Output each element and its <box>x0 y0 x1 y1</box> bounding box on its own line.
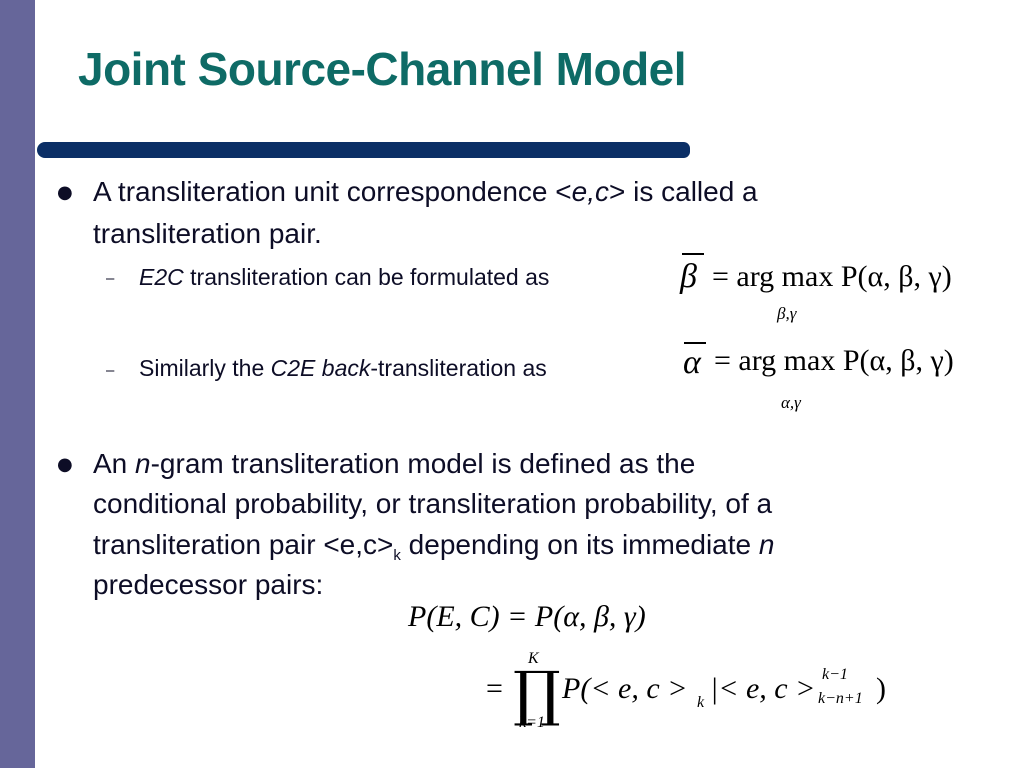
bullet-1-em: e,c <box>571 176 609 207</box>
bullet-2-l1-b: -gram transliteration model is defined a… <box>150 448 696 479</box>
sub-dash-2: – <box>106 362 115 379</box>
eq3-sub: k−n+1 <box>818 690 863 707</box>
bullet-2-line-2: conditional probability, or transliterat… <box>93 488 773 519</box>
bullet-1-line-1: A transliteration unit correspondence <e… <box>93 176 758 208</box>
sub-bullet-2: Similarly the C2E back-transliteration a… <box>139 355 547 382</box>
eq1-lhs: β <box>680 258 697 295</box>
sub-2-text-b: -transliteration as <box>370 355 547 381</box>
bullet-1-text-a: A transliteration unit correspondence < <box>93 176 572 207</box>
eq2-rhs: = arg max P(α, β, γ) <box>714 344 954 377</box>
eq3-term: P(< e, c > <box>562 672 688 705</box>
eq3-product-symbol: ∏ <box>513 659 561 729</box>
bullet-2-l3-b: depending on its immediate <box>400 529 759 560</box>
eq3-eq-sign: = <box>486 672 503 705</box>
eq2-overbar <box>684 342 706 344</box>
bullet-1-line-2: transliteration pair. <box>93 218 322 249</box>
eq2-under: α,γ <box>781 393 801 412</box>
bullet-2-line-1: An n-gram transliteration model is defin… <box>93 448 695 480</box>
bullet-2-line-3: transliteration pair <e,c>k depending on… <box>93 529 774 564</box>
left-accent-bar <box>0 0 35 768</box>
sub-bullet-1: E2C transliteration can be formulated as <box>139 264 549 291</box>
eq1-under: β,γ <box>777 304 797 323</box>
eq2-lhs: α <box>683 344 701 381</box>
slide-title: Joint Source-Channel Model <box>78 43 687 95</box>
eq1-overbar <box>682 253 704 255</box>
eq3-close: ) <box>876 672 886 705</box>
bullet-2-l3-sub: k <box>393 547 401 564</box>
eq3-term-mid: |< e, c > <box>710 672 816 705</box>
eq3-term-sub-k: k <box>697 694 705 711</box>
bullet-dot-2: ● <box>57 454 73 475</box>
bullet-1-text-b: > is called a <box>608 176 758 207</box>
eq3-prod-top: K <box>528 650 539 667</box>
eq3-sup: k−1 <box>822 666 848 683</box>
sub-2-text-a: Similarly the <box>139 355 271 381</box>
sub-dash-1: – <box>106 270 115 287</box>
bullet-2-l3-em: n <box>758 529 775 560</box>
eq1-rhs: = arg max P(α, β, γ) <box>712 260 952 293</box>
bullet-2-line-4: predecessor pairs: <box>93 569 324 600</box>
eq3-prod-bottom: k=1 <box>519 714 545 731</box>
sub-1-em: E2C <box>139 264 184 290</box>
title-underline-rule <box>37 142 690 158</box>
bullet-2-l3-a: transliteration pair <e,c> <box>93 529 394 560</box>
eq3-line-1: P(E, C) = P(α, β, γ) <box>408 600 646 633</box>
bullet-2-l1-em: n <box>135 448 151 479</box>
bullet-dot-1: ● <box>57 182 73 203</box>
bullet-2-l1-a: An <box>93 448 136 479</box>
sub-2-em: C2E back <box>270 355 371 381</box>
sub-1-text: transliteration can be formulated as <box>183 264 550 290</box>
